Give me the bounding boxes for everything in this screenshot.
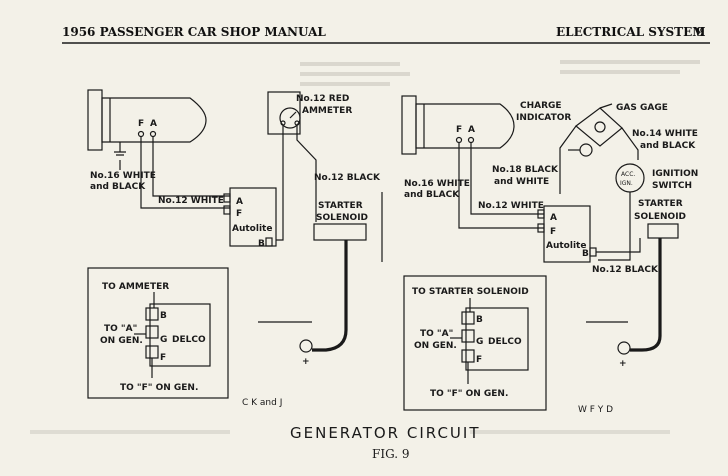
left-inset-to-f: TO "F" ON GEN. (120, 383, 198, 393)
left-starter-line1: STARTER (318, 201, 363, 211)
left-regulator-icon (223, 187, 277, 247)
right-wire-18-line2: and WHITE (494, 177, 549, 187)
header-right: ELECTRICAL SYSTEM (556, 25, 706, 39)
left-inset-to-a-line2: ON GEN. (100, 336, 143, 346)
right-ignition-line2: SWITCH (652, 181, 692, 191)
right-starter-line2: SOLENOID (634, 212, 686, 222)
left-inset-to-ammeter: TO AMMETER (102, 282, 169, 292)
left-inset-b: B (160, 311, 167, 321)
diagram-caption: GENERATOR CIRCUIT (290, 424, 480, 442)
right-wire-16-line2: and BLACK (404, 190, 460, 200)
right-ignition-switch-icon (615, 163, 645, 193)
right-wire-16-line1: No.16 WHITE (404, 179, 470, 189)
left-ammeter-icon (267, 91, 301, 135)
right-ignition-line1: IGNITION (652, 169, 698, 179)
left-gen-terminal-f: F (138, 119, 144, 129)
left-reg-terminal-a: A (236, 197, 243, 207)
right-wire-14-line1: No.14 WHITE (632, 129, 698, 139)
left-reg-name: Autolite (232, 224, 272, 234)
right-wire-12-white: No.12 WHITE (478, 201, 544, 211)
right-regulator-icon (537, 205, 597, 263)
right-starter-line1: STARTER (638, 199, 683, 209)
right-inset-delco: DELCO (488, 337, 522, 347)
left-model-label: C K and J (242, 398, 282, 408)
left-inset-g: G (160, 335, 167, 345)
right-gen-terminal-a: A (468, 125, 475, 135)
right-inset-to-a-line1: TO "A" (420, 329, 453, 339)
left-reg-terminal-b: B (258, 239, 265, 249)
right-gen-terminal-f: F (456, 125, 462, 135)
right-charge-line1: CHARGE (520, 101, 562, 111)
right-inset-b: B (476, 315, 483, 325)
left-inset-delco: DELCO (172, 335, 206, 345)
svg-text:+: + (619, 359, 627, 369)
right-model-label: W F Y D (578, 405, 613, 415)
left-generator-icon (87, 89, 207, 156)
right-inset-to-starter: TO STARTER SOLENOID (412, 287, 529, 297)
left-ammeter-label1: No.12 RED (296, 94, 349, 104)
left-starter-line2: SOLENOID (316, 213, 368, 223)
right-wire-18-line1: No.18 BLACK (492, 165, 559, 175)
left-wire-12-white: No.12 WHITE (158, 196, 224, 206)
left-starter-solenoid-icon (313, 223, 367, 241)
figure-number: FIG. 9 (372, 447, 410, 461)
left-wire-12-black: No.12 BLACK (314, 173, 381, 183)
right-reg-terminal-a: A (550, 213, 557, 223)
left-gen-terminal-a: A (150, 119, 157, 129)
right-wire-14-line2: and BLACK (640, 141, 696, 151)
right-reg-name: Autolite (546, 241, 586, 251)
right-inset-to-f: TO "F" ON GEN. (430, 389, 508, 399)
right-wire-12-black: No.12 BLACK (592, 265, 659, 275)
left-battery-icon (299, 339, 313, 353)
right-inset-box (403, 275, 547, 411)
left-reg-terminal-f: F (236, 209, 242, 219)
right-reg-terminal-b: B (582, 249, 589, 259)
bleed-through-text (30, 60, 700, 434)
right-inset-f: F (476, 355, 482, 365)
left-wire-16-line2: and BLACK (90, 182, 146, 192)
right-acc-label: ACC. (621, 171, 635, 178)
left-diagram: F A No.16 WHITE and BLACK No.12 WHITE A … (87, 89, 383, 408)
right-charge-line2: INDICATOR (516, 113, 571, 123)
left-wire-16-line1: No.16 WHITE (90, 171, 156, 181)
left-ammeter-label2: AMMETER (302, 106, 352, 116)
right-inset-to-a-line2: ON GEN. (414, 341, 457, 351)
right-charge-indicator-icon (568, 143, 593, 157)
right-gas-gage: GAS GAGE (616, 103, 668, 113)
left-inset-f: F (160, 353, 166, 363)
right-starter-solenoid-icon (647, 223, 679, 239)
header-left: 1956 PASSENGER CAR SHOP MANUAL (62, 25, 326, 39)
right-inset-g: G (476, 337, 483, 347)
right-generator-icon (401, 95, 515, 155)
left-inset-to-a-line1: TO "A" (104, 324, 137, 334)
right-battery-icon (617, 341, 631, 355)
svg-text:+: + (302, 357, 310, 367)
page-number: 9 (696, 25, 704, 39)
right-diagram: F A No.16 WHITE and BLACK No.12 WHITE CH… (401, 95, 698, 415)
right-inset-delco-icon (461, 307, 529, 371)
right-reg-terminal-f: F (550, 227, 556, 237)
left-inset-box (87, 267, 229, 399)
right-ign-label: IGN. (620, 180, 633, 187)
